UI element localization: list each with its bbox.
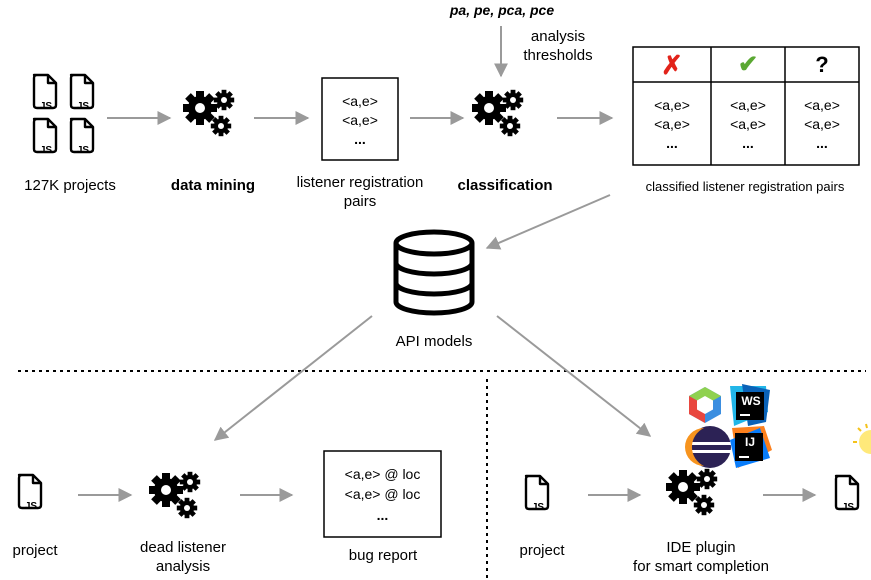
pairs-box [321,77,399,161]
dead-listener-label-line1: dead listener [140,539,226,556]
dead-listener-gears-icon [149,472,200,518]
api-models-label: API models [395,333,473,350]
bug-report-box [323,450,442,538]
classification-gears-icon [472,90,523,136]
table-cell: ... [666,135,678,151]
ide-logos [685,384,772,468]
webstorm-logo-text: WS [741,394,761,408]
thresholds-label-line1: analysis [530,28,586,45]
bug-report-line: ... [376,507,389,523]
pairs-box-line: ... [354,131,366,147]
table-cell: <a,e> [654,116,690,132]
right-project-label: project [519,542,565,559]
table-cell: <a,e> [804,97,840,113]
file-icon-label: JS [39,145,53,156]
bug-report-label: bug report [348,547,418,564]
pairs-box-line: <a,e> [342,112,378,128]
eclipse-logo-icon [685,426,731,468]
data-mining-gears-icon [183,90,234,136]
hexagon-logo-icon [689,387,721,423]
intellij-logo-icon [730,426,772,468]
file-icon-label: JS [24,501,38,512]
table-cell: <a,e> [730,116,766,132]
pairs-label-line2: pairs [343,193,377,210]
bug-report-line: <a,e> @ loc [344,466,421,482]
left-project-label: project [12,542,58,559]
dead-listener-label-line2: analysis [155,558,211,575]
ide-plugin-label-line2: for smart completion [633,558,769,575]
table-cell: ... [816,135,828,151]
pairs-box-line: <a,e> [342,93,378,109]
arrow-db-to-right [496,315,652,437]
ide-plugin-label-line1: IDE plugin [666,539,736,556]
intellij-logo-text: IJ [744,435,755,449]
file-icon-label: JS [841,502,855,513]
arrow-table-to-db [485,194,611,250]
probability-params-label: pa, pe, pca, pce [449,2,555,18]
database-icon [393,229,475,316]
projects-label: 127K projects [24,177,116,194]
file-icon-label: JS [76,145,90,156]
table-cell: <a,e> [730,97,766,113]
unknown-header-icon: ? [815,52,829,77]
table-cell: ... [742,135,754,151]
file-icon-label: JS [39,101,53,112]
thresholds-label-line2: thresholds [523,47,593,64]
classified-table [632,46,860,166]
data-mining-label: data mining [170,177,256,194]
classified-pairs-label: classified listener registration pairs [645,179,845,194]
pairs-label-line1: listener registration [296,174,424,191]
table-cell: <a,e> [654,97,690,113]
rejected-header-icon: ✗ [661,50,683,80]
lightbulb-icon [853,423,871,454]
arrow-db-to-left [213,315,373,441]
file-icon-label: JS [76,101,90,112]
webstorm-logo-icon [730,384,770,426]
file-icon-label: JS [531,502,545,513]
table-cell: <a,e> [804,116,840,132]
ide-plugin-gears-icon [666,469,717,515]
accepted-header-icon: ✔ [737,51,759,78]
classification-label: classification [457,177,553,194]
bug-report-line: <a,e> @ loc [344,486,421,502]
